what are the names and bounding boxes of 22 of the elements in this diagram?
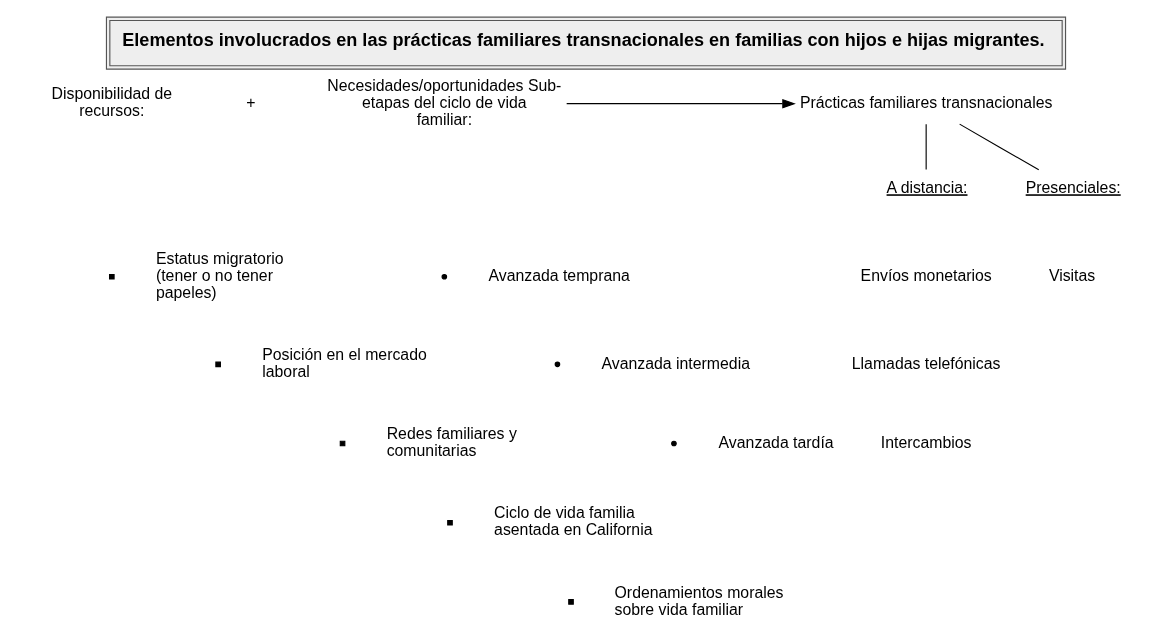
- connector: [925, 123, 927, 171]
- arrow: [565, 98, 796, 109]
- diagram-title: Elementos involucrados en las prácticas familiares transnacionales en familias con hijos e hijas migrantes.: [121, 30, 1045, 51]
- label: +: [245, 93, 256, 111]
- label: Estatus migratorio (tener o no tener papeles): [155, 249, 283, 301]
- node-text: A distancia:: [886, 179, 968, 197]
- label: Visitas: [1048, 266, 1095, 284]
- label: Posición en el mercado laboral: [261, 346, 427, 381]
- node-text: Prácticas familiares transnacionales: [799, 93, 1052, 111]
- label: Redes familiares y comunitarias: [386, 425, 517, 460]
- label: Envíos monetarios: [860, 266, 992, 284]
- label: Intercambios: [880, 433, 971, 451]
- node-text: Necesidades/oportunidades Sub-etapas del ciclo de vida familiar:: [326, 76, 561, 128]
- connector: [958, 123, 1039, 171]
- node-text: Disponibilidad de recursos:: [51, 85, 172, 120]
- label: Avanzada intermedia: [601, 354, 750, 372]
- node-text: Presenciales:: [1025, 179, 1121, 197]
- label: Avanzada temprana: [487, 266, 630, 284]
- label: Ciclo de vida familia asentada en California: [493, 504, 652, 539]
- label: Llamadas telefónicas: [851, 354, 1001, 372]
- label: Avanzada tardía: [718, 433, 834, 451]
- label: Ordenamientos morales sobre vida familiar: [614, 583, 783, 618]
